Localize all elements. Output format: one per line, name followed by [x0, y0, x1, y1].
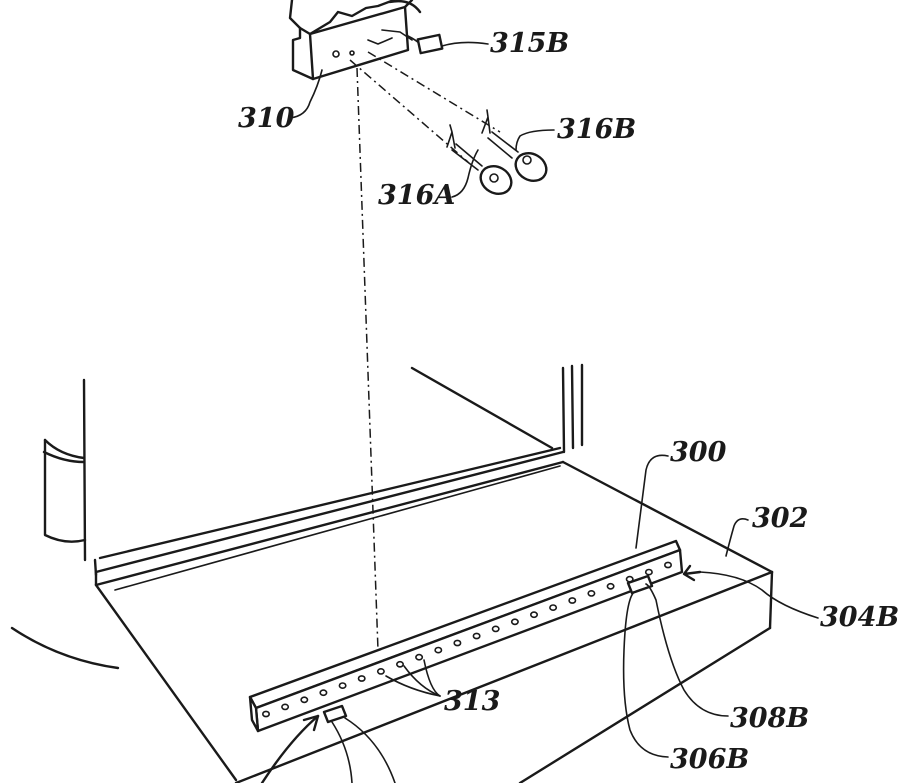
- arrow-304B: [682, 564, 702, 582]
- label-308B: 308B: [730, 703, 809, 734]
- label-306B: 306B: [670, 744, 749, 775]
- leader-310: [289, 69, 323, 119]
- arrow-left-lead: [260, 714, 320, 783]
- leader-313-c: [385, 675, 441, 697]
- label-315B: 315B: [490, 28, 569, 59]
- shelf-platform: [94, 446, 774, 783]
- camera-module: [288, 0, 422, 81]
- leader-left-block-b: [331, 721, 353, 783]
- sensor-block-left: [322, 704, 348, 724]
- dashed-beam-316A: [349, 59, 469, 163]
- emitter-hole: [357, 675, 366, 682]
- emitter-hole: [281, 703, 290, 711]
- dashed-beam-to-bar: [356, 67, 379, 651]
- label-316B: 316B: [557, 114, 636, 145]
- light-bar-emitters: [261, 561, 672, 718]
- emitter-hole: [434, 646, 443, 654]
- emitter-hole: [453, 639, 462, 647]
- dashed-beam-316B: [367, 51, 501, 133]
- label-316A: 316A: [378, 180, 455, 211]
- emitter-hole: [510, 618, 519, 626]
- leader-left-block-a: [344, 717, 396, 783]
- emitter-hole: [319, 689, 328, 697]
- emitter-hole: [395, 660, 404, 668]
- emitter-hole: [587, 590, 596, 597]
- sensor-block-308B: [626, 574, 654, 595]
- emitter-hole: [376, 668, 385, 675]
- emitter-hole: [529, 611, 538, 619]
- leader-316B: [515, 129, 555, 151]
- leader-304B: [699, 571, 819, 619]
- leader-302: [725, 518, 749, 557]
- emitter-hole: [338, 682, 347, 689]
- leader-306B: [622, 591, 669, 758]
- leader-315B: [441, 41, 489, 47]
- leader-316A: [451, 149, 479, 198]
- light-source-316A: [446, 124, 513, 196]
- connector-unit-315B: [407, 33, 444, 55]
- light-source-316B: [481, 109, 548, 183]
- emitter-hole: [606, 582, 615, 590]
- label-302: 302: [752, 503, 808, 534]
- arrow-left-head: [302, 714, 320, 732]
- emitter-hole: [549, 604, 558, 611]
- leader-lines: [260, 41, 819, 783]
- label-304B: 304B: [820, 602, 899, 633]
- emitter-hole: [261, 710, 270, 718]
- label-300: 300: [670, 437, 727, 468]
- emitter-hole: [644, 568, 653, 576]
- emitter-hole: [568, 597, 577, 604]
- background-structure: [10, 363, 584, 670]
- leader-308B: [645, 583, 729, 717]
- emitter-hole: [300, 696, 309, 704]
- emitter-hole: [472, 632, 481, 640]
- label-310: 310: [238, 103, 295, 134]
- emitter-hole: [491, 625, 500, 633]
- label-313: 313: [444, 686, 500, 717]
- emitter-hole: [415, 653, 424, 661]
- emitter-hole: [663, 561, 672, 569]
- leader-300: [635, 454, 669, 549]
- light-bar: [248, 539, 684, 733]
